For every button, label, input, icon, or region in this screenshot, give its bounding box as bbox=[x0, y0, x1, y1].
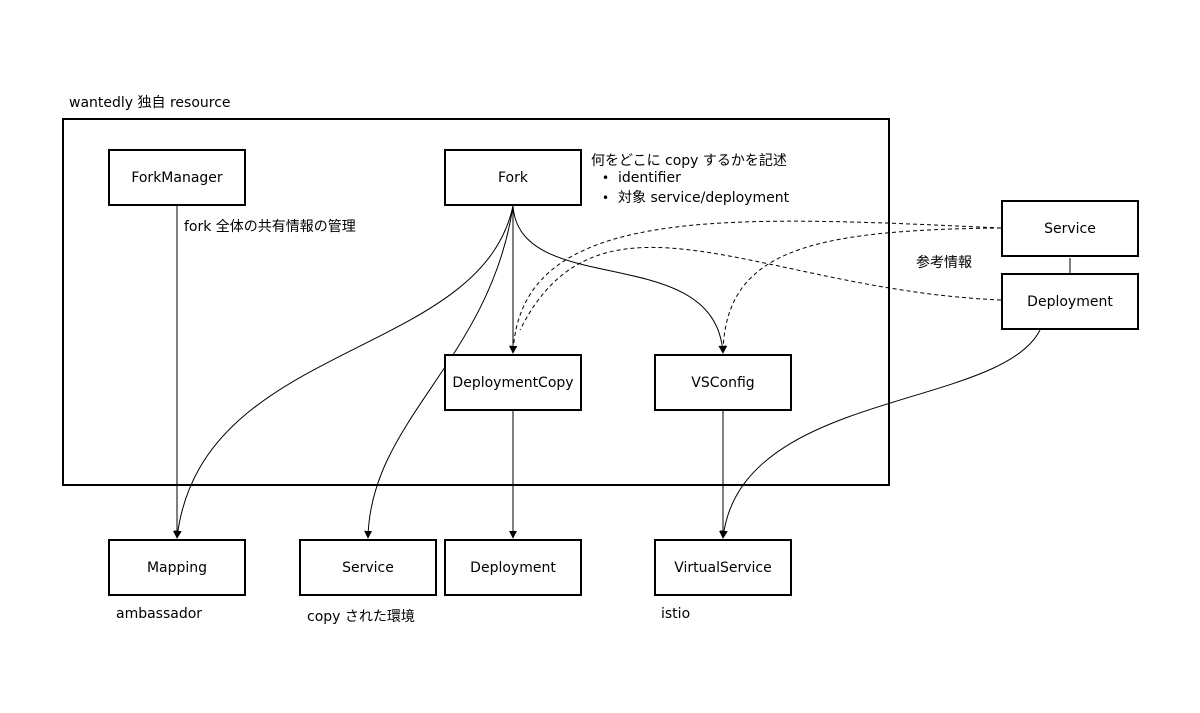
edge-dashed-refservice-vsconfig bbox=[719, 227, 1002, 354]
edge-fork-service bbox=[364, 205, 514, 539]
node-vsconfig: VSConfig bbox=[654, 354, 792, 411]
fork-note-item: 対象 service/deployment bbox=[602, 188, 789, 208]
ambassador-note: ambassador bbox=[116, 606, 203, 622]
edge-fork-vsconfig bbox=[512, 205, 727, 354]
node-forkmanager: ForkManager bbox=[108, 149, 246, 206]
copied-env-note: copy された環境 bbox=[307, 609, 415, 625]
node-virtualservice: VirtualService bbox=[654, 539, 792, 596]
edge-dashed-refservice-deploymentcopy bbox=[509, 220, 1002, 354]
node-deploymentcopy: DeploymentCopy bbox=[444, 354, 582, 411]
node-ref-service: Service bbox=[1001, 200, 1139, 257]
node-out-service: Service bbox=[299, 539, 437, 596]
forkmanager-note: fork 全体の共有情報の管理 bbox=[184, 219, 356, 235]
fork-note-title: 何をどこに copy するかを記述 bbox=[591, 153, 787, 169]
group-label: wantedly 独自 resource bbox=[69, 95, 231, 111]
fork-note-item: identifier bbox=[602, 168, 789, 188]
custom-resource-group bbox=[62, 118, 890, 486]
istio-note: istio bbox=[661, 606, 691, 622]
node-mapping: Mapping bbox=[108, 539, 246, 596]
node-out-deployment: Deployment bbox=[444, 539, 582, 596]
reference-note: 参考情報 bbox=[916, 255, 972, 271]
node-ref-deployment: Deployment bbox=[1001, 273, 1139, 330]
fork-note-list: identifier 対象 service/deployment bbox=[602, 168, 789, 208]
edge-fork-mapping bbox=[173, 205, 514, 539]
node-fork: Fork bbox=[444, 149, 582, 206]
